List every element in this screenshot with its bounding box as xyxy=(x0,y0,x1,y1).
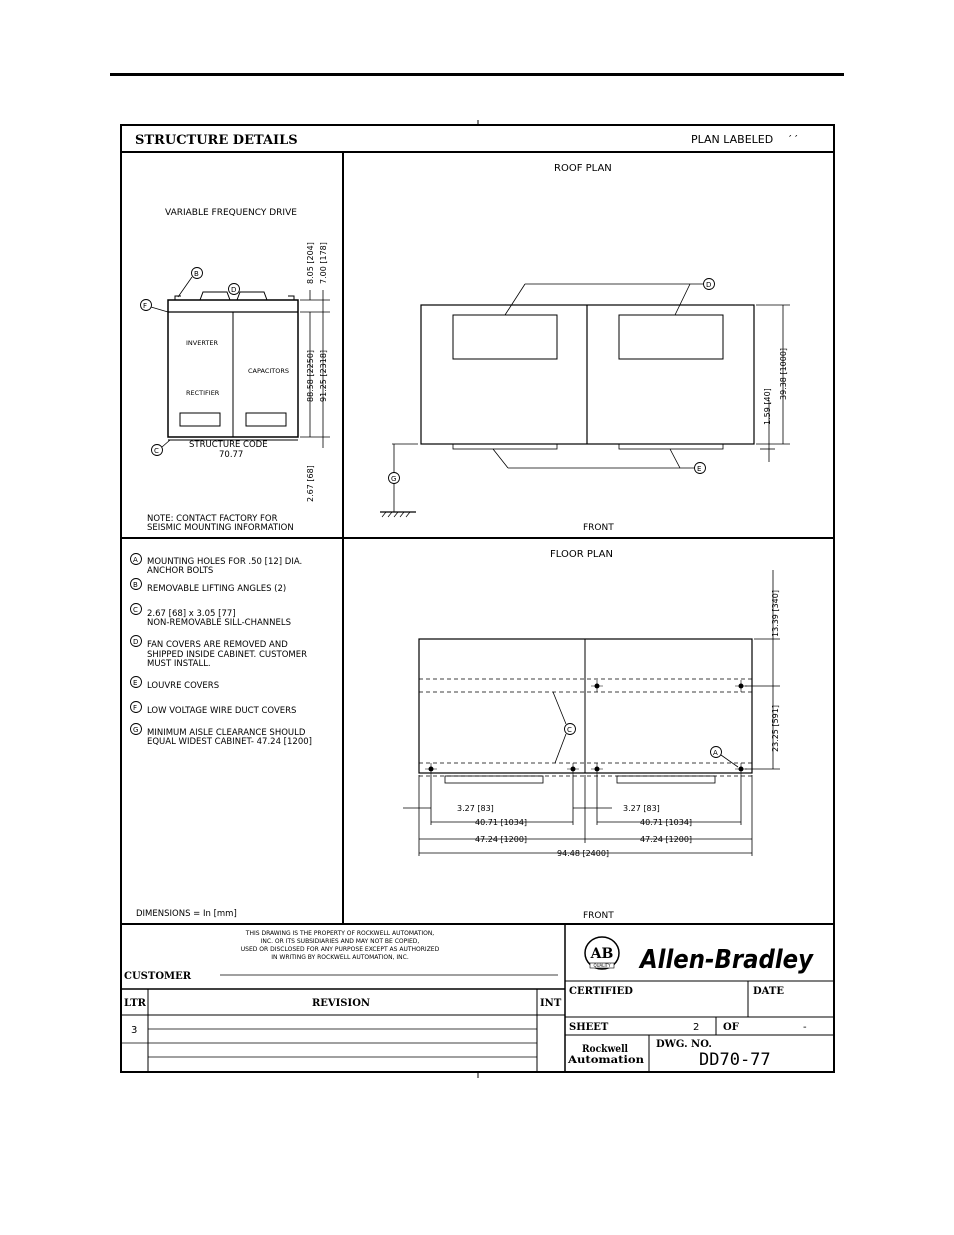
legend-a-letter: A xyxy=(133,556,138,564)
dwg-no-label: DWG. NO. xyxy=(656,1039,712,1050)
dim-bottom: 2.67 [68] xyxy=(306,465,315,502)
ltr-value: 3 xyxy=(131,1025,137,1036)
callout-f: F xyxy=(143,302,147,310)
rockwell-line-1: Rockwell xyxy=(582,1044,628,1055)
roof-plan-title: ROOF PLAN xyxy=(554,163,612,174)
legend-c-letter: C xyxy=(133,606,138,614)
floor-plan: FLOOR PLAN C A 13.39 [340] 23.25 [591] xyxy=(403,549,780,921)
ab-logo-icon xyxy=(584,936,620,970)
callout-a: A xyxy=(713,749,718,757)
drawing-border xyxy=(120,124,835,1073)
legend-b-line-1: REMOVABLE LIFTING ANGLES (2) xyxy=(147,584,286,594)
legend-d-letter: D xyxy=(133,638,138,646)
ab-logo-text: AB xyxy=(590,946,614,962)
plan-label: PLAN LABELED xyxy=(691,133,773,146)
certified-label: CERTIFIED xyxy=(569,986,633,997)
legend-d-line-2: SHIPPED INSIDE CABINET. CUSTOMER xyxy=(147,650,307,660)
floor-dim-holes-right: 40.71 [1034] xyxy=(640,818,692,827)
int-label: INT xyxy=(540,998,562,1009)
floor-dim-holes-left: 40.71 [1034] xyxy=(475,818,527,827)
rectifier-label: RECTIFIER xyxy=(186,389,220,397)
floor-dim-width-right: 47.24 [1200] xyxy=(640,835,692,844)
structure-code-label: STRUCTURE CODE xyxy=(189,440,268,450)
callout-legend: A MOUNTING HOLES FOR .50 [12] DIA. ANCHO… xyxy=(130,553,312,919)
legend-d-line-3: MUST INSTALL. xyxy=(147,659,211,669)
floor-dim-edge-right: 3.27 [83] xyxy=(623,804,660,813)
callout-b: B xyxy=(194,270,199,278)
callout-g: G xyxy=(391,475,396,483)
page-header-rule xyxy=(110,73,844,76)
dim-top-2: 7.00 [178] xyxy=(319,242,328,284)
floor-dim-rear: 13.39 [340] xyxy=(771,590,780,637)
legend-a-line-2: ANCHOR BOLTS xyxy=(147,566,213,576)
note-line-2: SEISMIC MOUNTING INFORMATION xyxy=(147,523,294,533)
legend-e-letter: E xyxy=(133,679,137,687)
roof-dim-depth: 39.38 [1000] xyxy=(779,348,788,400)
rockwell-line-2: Automation xyxy=(567,1055,645,1066)
brand-name: Allen-Bradley xyxy=(638,945,814,975)
roof-plan: ROOF PLAN D E G 39.38 [1000] 1.59 [40] xyxy=(380,163,790,533)
dwg-no-value: DD70-77 xyxy=(699,1050,771,1070)
date-label: DATE xyxy=(753,986,784,997)
callout-d-roof: D xyxy=(706,281,711,289)
legend-d-line-1: FAN COVERS ARE REMOVED AND xyxy=(147,640,288,650)
floor-dim-edge-left: 3.27 [83] xyxy=(457,804,494,813)
legend-b-letter: B xyxy=(133,581,138,589)
ab-logo-sub: QUALITY xyxy=(593,963,611,968)
title-block: THIS DRAWING IS THE PROPERTY OF ROCKWELL… xyxy=(121,924,834,1072)
dimensions-note: DIMENSIONS = In [mm] xyxy=(136,909,237,919)
floor-dim-holes: 23.25 [591] xyxy=(771,705,780,752)
property-notice-line-1: THIS DRAWING IS THE PROPERTY OF ROCKWELL… xyxy=(245,930,435,937)
floor-plan-title: FLOOR PLAN xyxy=(550,549,613,560)
dim-top-1: 8.05 [204] xyxy=(306,242,315,284)
revision-label: REVISION xyxy=(312,998,370,1009)
capacitors-label: CAPACITORS xyxy=(248,367,289,375)
plan-label-marks: ′ ′ xyxy=(789,133,798,146)
legend-f-letter: F xyxy=(133,704,137,712)
of-value: - xyxy=(803,1022,807,1033)
callout-c-floor: C xyxy=(567,726,572,734)
callout-d-elev: D xyxy=(231,286,236,294)
structure-code-value: 70.77 xyxy=(219,450,243,460)
customer-label: CUSTOMER xyxy=(124,971,192,982)
floor-dim-total: 94.48 [2400] xyxy=(557,849,609,858)
inverter-label: INVERTER xyxy=(186,339,218,347)
elevation-title: VARIABLE FREQUENCY DRIVE xyxy=(165,208,297,218)
sheet-label: SHEET xyxy=(569,1022,609,1033)
note-line-1: NOTE: CONTACT FACTORY FOR xyxy=(147,514,278,524)
dim-height-1: 88.58 [2250] xyxy=(306,350,315,402)
legend-g-letter: G xyxy=(133,726,138,734)
callout-c-elev: C xyxy=(154,447,159,455)
elevation-view: VARIABLE FREQUENCY DRIVE INVERTER RECTIF… xyxy=(140,208,330,533)
legend-c-line-2: NON-REMOVABLE SILL-CHANNELS xyxy=(147,618,291,628)
drawing-title: STRUCTURE DETAILS xyxy=(135,133,298,148)
sheet-value: 2 xyxy=(693,1022,699,1033)
legend-a-line-1: MOUNTING HOLES FOR .50 [12] DIA. xyxy=(147,557,302,567)
property-notice-line-4: IN WRITING BY ROCKWELL AUTOMATION, INC. xyxy=(271,954,409,961)
floor-dim-width-left: 47.24 [1200] xyxy=(475,835,527,844)
dim-height-2: 91.25 [2318] xyxy=(319,350,328,402)
ltr-label: LTR xyxy=(124,998,147,1009)
roof-front-label: FRONT xyxy=(583,523,614,533)
property-notice-line-3: USED OR DISCLOSED FOR ANY PURPOSE EXCEPT… xyxy=(241,946,440,953)
callout-e: E xyxy=(697,465,701,473)
property-notice-line-2: INC. OR ITS SUBSIDIARIES AND MAY NOT BE … xyxy=(261,938,420,945)
floor-front-label: FRONT xyxy=(583,911,614,921)
legend-e-line-1: LOUVRE COVERS xyxy=(147,681,219,691)
of-label: OF xyxy=(723,1022,739,1033)
legend-g-line-1: MINIMUM AISLE CLEARANCE SHOULD xyxy=(147,728,306,738)
roof-dim-offset: 1.59 [40] xyxy=(763,388,772,425)
legend-c-line-1: 2.67 [68] x 3.05 [77] xyxy=(147,609,236,619)
legend-f-line-1: LOW VOLTAGE WIRE DUCT COVERS xyxy=(147,706,296,716)
legend-g-line-2: EQUAL WIDEST CABINET- 47.24 [1200] xyxy=(147,737,312,747)
